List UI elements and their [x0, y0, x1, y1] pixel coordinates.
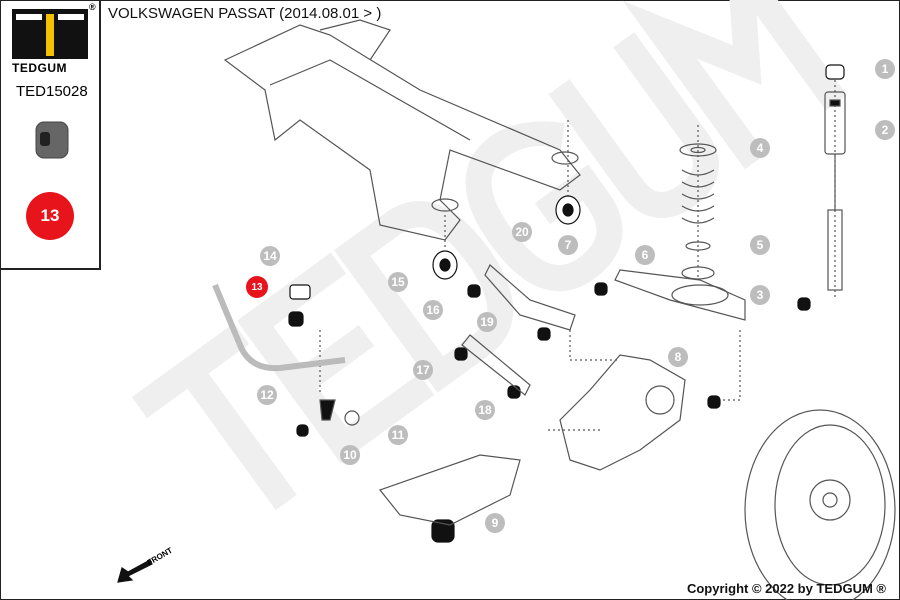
callout-13-highlighted[interactable]: 13	[246, 276, 268, 298]
callout-6[interactable]: 6	[635, 245, 655, 265]
front-arrow-icon	[117, 559, 153, 583]
arms	[379, 264, 746, 526]
brand-name: TEDGUM	[12, 61, 67, 75]
callout-8[interactable]: 8	[668, 347, 688, 367]
hub-knuckle	[559, 354, 686, 471]
tedgum-logo	[12, 9, 88, 59]
bushings	[288, 64, 845, 543]
registered-mark: ®	[89, 2, 96, 12]
callout-10[interactable]: 10	[340, 445, 360, 465]
part-number: TED15028	[16, 83, 88, 100]
callout-5[interactable]: 5	[750, 235, 770, 255]
bushing-product-image	[35, 121, 69, 159]
callout-15[interactable]: 15	[388, 272, 408, 292]
callout-7[interactable]: 7	[558, 235, 578, 255]
callout-17[interactable]: 17	[413, 360, 433, 380]
callout-1[interactable]: 1	[875, 59, 895, 79]
page-title: VOLKSWAGEN PASSAT (2014.08.01 > )	[108, 5, 382, 22]
callout-4[interactable]: 4	[750, 138, 770, 158]
callout-3[interactable]: 3	[750, 285, 770, 305]
callout-20[interactable]: 20	[512, 222, 532, 242]
callout-11[interactable]: 11	[388, 425, 408, 445]
dotted-guides	[319, 75, 836, 431]
position-badge: 13	[26, 192, 74, 240]
stabilizer-bar	[212, 283, 360, 426]
subframe	[223, 19, 581, 241]
callout-9[interactable]: 9	[485, 513, 505, 533]
part-sidebar: ® TEDGUM TED15028 13	[0, 0, 101, 270]
callout-19[interactable]: 19	[477, 312, 497, 332]
callout-14[interactable]: 14	[260, 246, 280, 266]
wheel	[744, 409, 896, 600]
callout-16[interactable]: 16	[423, 300, 443, 320]
callout-12[interactable]: 12	[257, 385, 277, 405]
spring-damper	[679, 91, 846, 291]
callout-18[interactable]: 18	[475, 400, 495, 420]
callout-2[interactable]: 2	[875, 120, 895, 140]
copyright: Copyright © 2022 by TEDGUM ®	[686, 581, 886, 596]
